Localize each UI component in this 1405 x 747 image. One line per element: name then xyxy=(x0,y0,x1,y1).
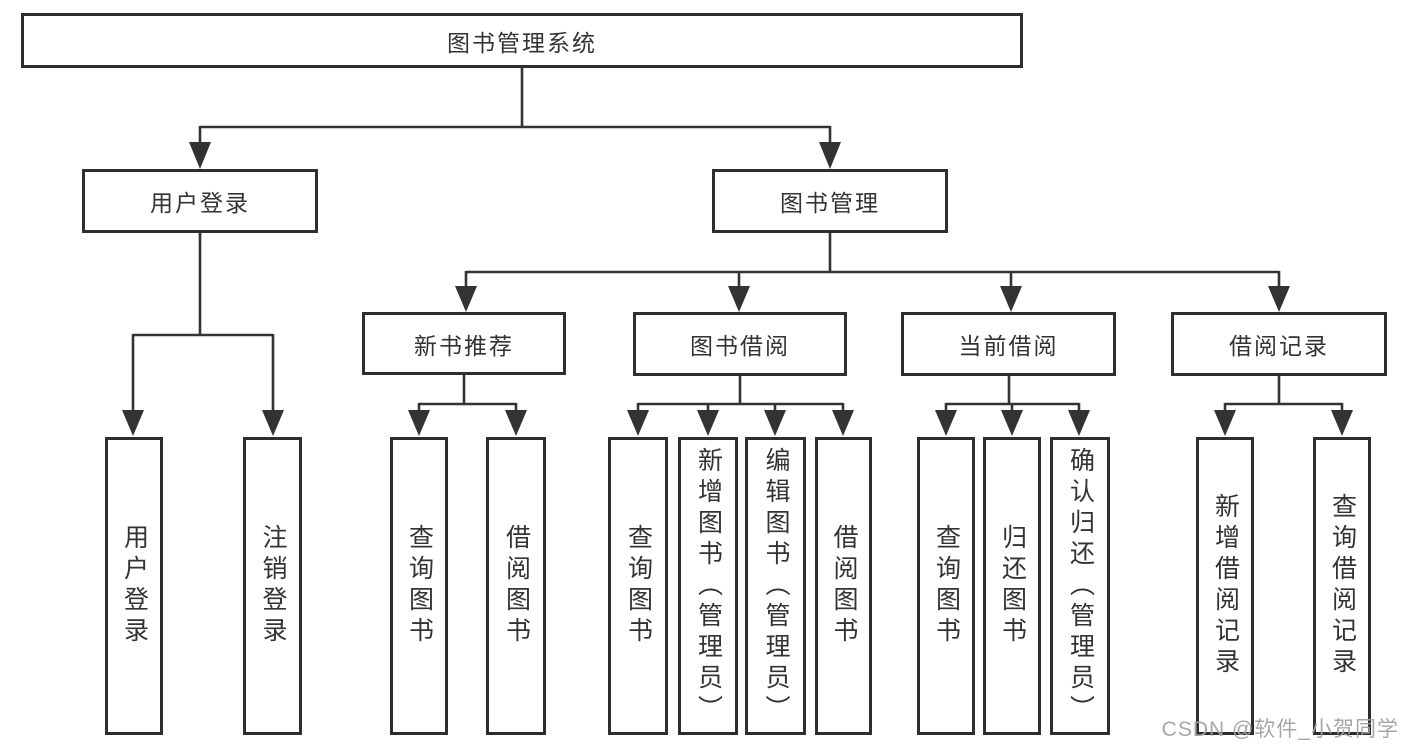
leaf-user-login: 用户登录 xyxy=(105,437,163,735)
leaf-logout: 注销登录 xyxy=(243,437,302,735)
leaf-query-books-2-label: 查询图书 xyxy=(624,524,653,648)
leaf-add-books-admin: 新增图书（管理员） xyxy=(678,437,738,735)
watermark-text: CSDN @软件_小贺同学 xyxy=(1161,718,1399,741)
node-user-login: 用户登录 xyxy=(82,169,318,233)
node-library-system: 图书管理系统 xyxy=(21,13,1023,68)
leaf-edit-books-admin: 编辑图书（管理员） xyxy=(745,437,806,735)
arrow-icon xyxy=(1000,286,1022,312)
node-current-borrow: 当前借阅 xyxy=(901,312,1116,376)
node-book-management-label: 图书管理 xyxy=(780,190,880,216)
arrow-icon xyxy=(819,142,841,169)
arrow-icon xyxy=(764,410,786,436)
node-book-borrow: 图书借阅 xyxy=(633,312,847,376)
node-library-system-label: 图书管理系统 xyxy=(447,29,597,56)
connector-borrow-records-children xyxy=(1214,376,1353,436)
leaf-borrow-books-2: 借阅图书 xyxy=(815,437,872,735)
node-new-book-recommend: 新书推荐 xyxy=(362,312,566,375)
node-current-borrow-label: 当前借阅 xyxy=(958,333,1059,359)
connector-book-management-children xyxy=(455,233,1290,312)
leaf-return-books-label: 归还图书 xyxy=(998,524,1027,648)
leaf-borrow-books-2-label: 借阅图书 xyxy=(830,524,858,648)
arrow-icon xyxy=(408,410,430,436)
leaf-borrow-books-1-label: 借阅图书 xyxy=(502,524,531,648)
leaf-query-books-2: 查询图书 xyxy=(608,437,668,735)
leaf-borrow-books-1: 借阅图书 xyxy=(486,437,546,735)
leaf-user-login-label: 用户登录 xyxy=(120,524,149,648)
node-borrow-records: 借阅记录 xyxy=(1171,312,1387,376)
leaf-add-borrow-record-label: 新增借阅记录 xyxy=(1211,493,1240,679)
leaf-add-borrow-record: 新增借阅记录 xyxy=(1196,437,1254,735)
arrow-icon xyxy=(935,410,957,436)
connector-new-book-children xyxy=(408,375,527,436)
leaf-query-books-1-label: 查询图书 xyxy=(405,524,434,648)
arrow-icon xyxy=(1331,410,1353,436)
arrow-icon xyxy=(455,286,477,312)
arrow-icon xyxy=(1001,410,1023,436)
node-user-login-label: 用户登录 xyxy=(150,190,250,216)
arrow-icon xyxy=(505,410,527,436)
leaf-edit-books-admin-label: 编辑图书（管理员） xyxy=(762,446,790,726)
node-book-borrow-label: 图书借阅 xyxy=(690,333,790,359)
arrow-icon xyxy=(122,410,144,436)
node-new-book-recommend-label: 新书推荐 xyxy=(414,332,514,359)
connector-book-borrow-children xyxy=(627,376,854,436)
leaf-add-books-admin-label: 新增图书（管理员） xyxy=(694,446,723,726)
arrow-icon xyxy=(1268,286,1290,312)
arrow-icon xyxy=(697,410,719,436)
arrow-icon xyxy=(189,142,211,169)
arrow-icon xyxy=(832,410,854,436)
arrow-icon xyxy=(262,410,284,436)
node-book-management: 图书管理 xyxy=(712,169,948,233)
leaf-logout-label: 注销登录 xyxy=(259,524,287,648)
connector-current-borrow-children xyxy=(935,376,1090,436)
leaf-query-books-1: 查询图书 xyxy=(390,437,448,735)
connector-user-login-children xyxy=(122,232,284,436)
leaf-confirm-return-admin: 确认归还（管理员） xyxy=(1050,437,1110,735)
leaf-confirm-return-admin-label: 确认归还（管理员） xyxy=(1066,446,1095,726)
arrow-icon xyxy=(728,286,750,312)
arrow-icon xyxy=(627,410,649,436)
arrow-icon xyxy=(1068,410,1090,436)
leaf-query-books-3-label: 查询图书 xyxy=(932,524,961,648)
leaf-query-borrow-record-label: 查询借阅记录 xyxy=(1328,493,1357,679)
connector-root-to-level2 xyxy=(189,68,841,169)
leaf-query-borrow-record: 查询借阅记录 xyxy=(1313,437,1371,735)
leaf-query-books-3: 查询图书 xyxy=(917,437,975,735)
node-borrow-records-label: 借阅记录 xyxy=(1229,333,1329,359)
arrow-icon xyxy=(1214,410,1236,436)
leaf-return-books: 归还图书 xyxy=(983,437,1041,735)
